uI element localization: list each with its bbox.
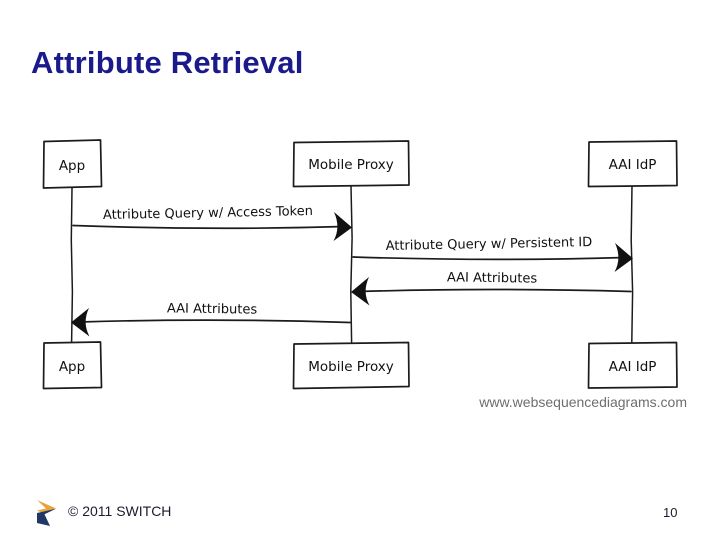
participant-box	[42, 139, 103, 189]
participant-app-bottom: App	[42, 341, 103, 390]
message-label: Attribute Query w/ Access Token	[103, 204, 313, 223]
participant-box	[292, 341, 410, 390]
footer-copyright: © 2011 SWITCH	[68, 503, 172, 519]
participant-proxy-bottom: Mobile Proxy	[292, 341, 410, 390]
participant-label: AAI IdP	[609, 157, 657, 173]
participant-proxy-top: Mobile Proxy	[292, 140, 410, 188]
message-label: Attribute Query w/ Persistent ID	[386, 235, 593, 254]
message-3: AAI Attributes	[351, 270, 632, 306]
message-line	[72, 224, 345, 230]
message-line	[79, 319, 351, 324]
arrowhead-right	[333, 212, 352, 241]
lifeline-app	[70, 187, 74, 343]
message-line	[359, 288, 632, 293]
message-4: AAI Attributes	[71, 301, 351, 337]
participant-label: Mobile Proxy	[308, 359, 394, 375]
sequence-diagram-svg: App Mobile Proxy AAI IdP Attribute Query…	[42, 139, 687, 410]
switch-logo-bottom-chevron	[37, 508, 56, 526]
sequence-diagram: App Mobile Proxy AAI IdP Attribute Query…	[42, 139, 687, 410]
participant-label: App	[59, 158, 85, 174]
participant-idp-top: AAI IdP	[587, 140, 678, 188]
lifelines	[70, 185, 634, 343]
message-1: Attribute Query w/ Access Token	[72, 204, 352, 241]
participant-idp-bottom: AAI IdP	[587, 341, 678, 389]
participant-label: App	[59, 359, 85, 375]
participant-app-top: App	[42, 139, 103, 189]
page-number: 10	[663, 505, 678, 520]
participant-box	[42, 341, 103, 390]
page-title: Attribute Retrieval	[31, 45, 304, 80]
arrowhead-left	[351, 277, 370, 306]
message-line	[352, 256, 626, 261]
lifeline-proxy	[350, 185, 353, 343]
watermark-text: www.websequencediagrams.com	[478, 394, 687, 410]
message-label: AAI Attributes	[167, 301, 258, 317]
participant-label: AAI IdP	[609, 359, 657, 375]
message-label: AAI Attributes	[447, 270, 538, 286]
participant-label: Mobile Proxy	[308, 157, 394, 173]
arrowhead-right	[614, 243, 633, 272]
arrowhead-left	[71, 308, 90, 337]
message-2: Attribute Query w/ Persistent ID	[352, 235, 633, 272]
switch-logo-icon	[37, 500, 56, 526]
participant-box	[587, 140, 678, 188]
participant-box	[587, 341, 678, 389]
lifeline-idp	[630, 185, 634, 343]
participant-box	[292, 140, 410, 188]
